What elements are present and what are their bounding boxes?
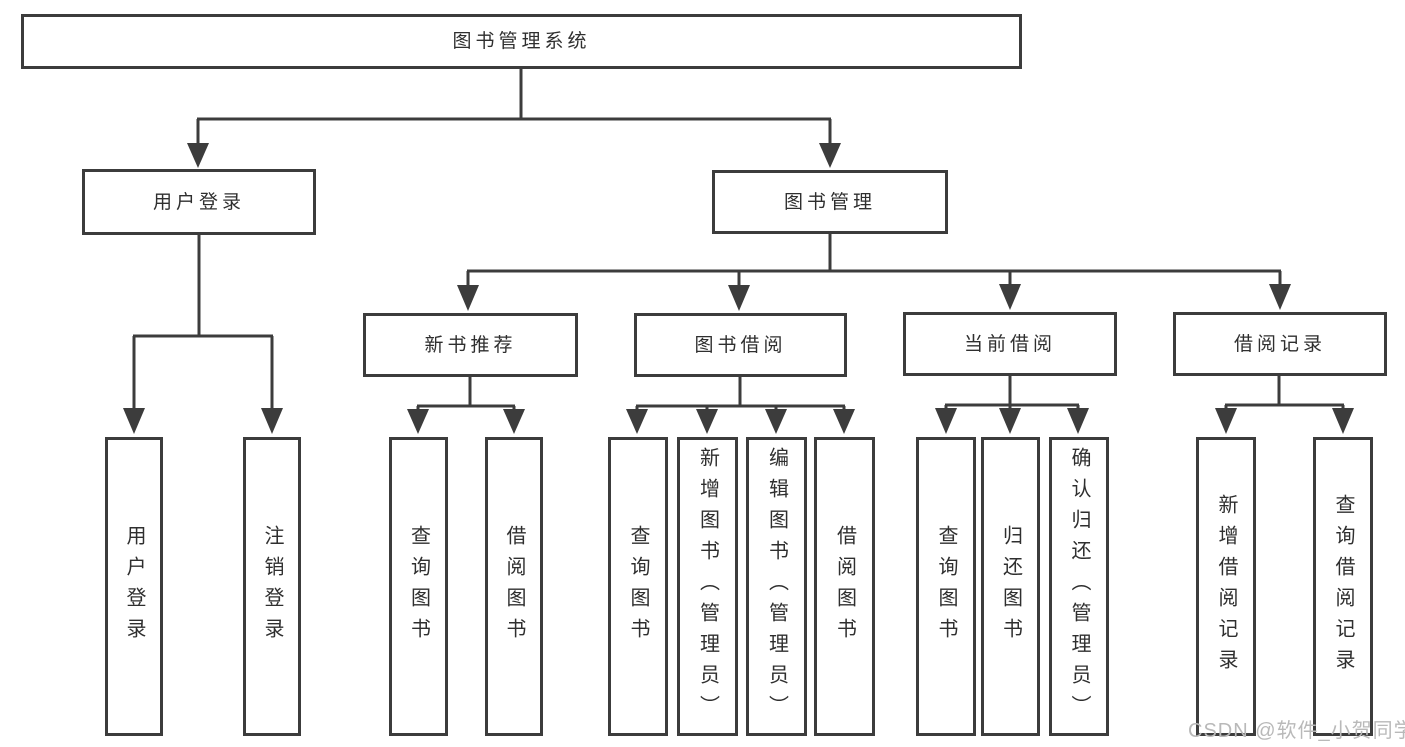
leaf-add-borrow-record: 新增借阅记录 [1196,437,1256,736]
leaf-confirm-return-admin: 确认归还（管理员） [1049,437,1109,736]
leaf-query-books-borrow: 查询图书 [608,437,668,736]
branch-user-login: 用户登录 [82,169,316,235]
node-book-borrow: 图书借阅 [634,313,847,377]
node-borrow-records: 借阅记录 [1173,312,1387,376]
leaf-edit-book-admin: 编辑图书（管理员） [746,437,807,736]
leaf-borrow-books-borrow: 借阅图书 [814,437,875,736]
root-node-library-system: 图书管理系统 [21,14,1022,69]
node-new-book-recommend: 新书推荐 [363,313,578,377]
node-current-borrow: 当前借阅 [903,312,1117,376]
branch-book-management: 图书管理 [712,170,948,234]
leaf-logout: 注销登录 [243,437,301,736]
leaf-borrow-books-recommend: 借阅图书 [485,437,543,736]
csdn-watermark: CSDN @软件_小贺同学 [1188,720,1405,742]
leaf-return-book: 归还图书 [981,437,1040,736]
leaf-query-books-recommend: 查询图书 [389,437,448,736]
leaf-add-book-admin: 新增图书（管理员） [677,437,738,736]
leaf-query-books-current: 查询图书 [916,437,976,736]
leaf-user-login: 用户登录 [105,437,163,736]
leaf-query-borrow-record: 查询借阅记录 [1313,437,1373,736]
